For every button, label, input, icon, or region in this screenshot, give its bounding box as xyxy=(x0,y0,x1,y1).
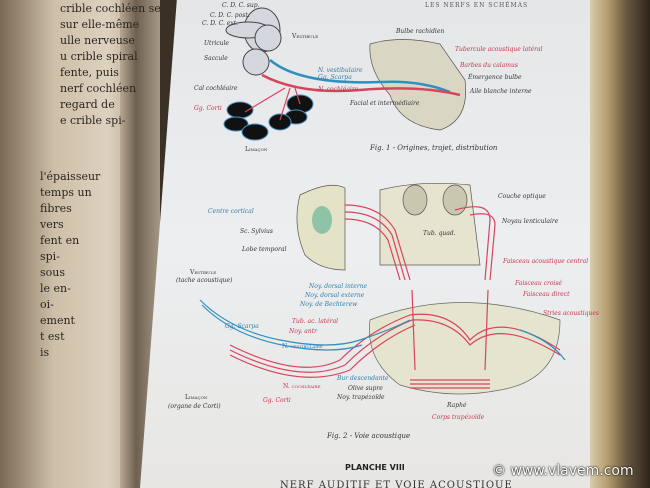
label: (organe de Corti) xyxy=(168,403,221,410)
left-page-line: crible cochléen se xyxy=(60,2,161,15)
label: C. D. C. sup. xyxy=(222,2,260,9)
label: Noy. trapézoïde xyxy=(337,394,385,401)
label: Gg. Corti xyxy=(263,397,291,404)
left-page-line: sur elle-même xyxy=(60,18,140,31)
label: Tub. quad. xyxy=(423,230,456,237)
label: Stries acoustiques xyxy=(543,310,600,317)
left-page-line: u crible spiral xyxy=(60,50,138,63)
cerebrum-illustration xyxy=(296,183,481,271)
label: Lobe temporal xyxy=(242,246,287,253)
label: Émergence bulbe xyxy=(468,74,522,81)
figure-1-caption: Fig. 1 - Origines, trajet, distribution xyxy=(370,144,498,152)
running-header: LES NERFS EN SCHÉMAS xyxy=(425,2,529,9)
plate-title: PLANCHE VIII xyxy=(345,463,405,472)
label: Corps trapézoïde xyxy=(432,414,485,421)
left-page-line: fent en xyxy=(40,234,80,247)
label: Noy. antr xyxy=(289,328,317,335)
label: Saccule xyxy=(204,55,228,62)
watermark: © www.vlavem.com xyxy=(492,463,634,479)
cochlea-illustration xyxy=(223,94,314,141)
left-page-line: e crible spi- xyxy=(60,114,126,127)
labyrinth-illustration xyxy=(225,7,282,76)
label: Raphé xyxy=(447,402,467,409)
label: Sc. Sylvius xyxy=(240,228,273,235)
medulla-illustration xyxy=(369,302,561,395)
fig2-blue-pathways xyxy=(199,299,566,361)
label: Noy. de Bechterew xyxy=(300,301,358,308)
left-page-line: spi- xyxy=(40,250,60,263)
fig1-nerves xyxy=(244,59,461,121)
label: Noyau lenticulaire xyxy=(502,218,559,225)
left-page-line: oi- xyxy=(40,298,54,311)
left-page-line: fente, puis xyxy=(60,66,119,79)
label: Gg. Corti xyxy=(194,105,222,112)
label: Bulbe rachidien xyxy=(396,28,445,35)
left-page-line: temps un xyxy=(40,186,92,199)
label: Barbes du calamus xyxy=(460,62,518,69)
label: Vestibule xyxy=(190,269,217,276)
label: N. cochléaire xyxy=(283,383,321,390)
label: Bur descendante xyxy=(337,375,389,382)
label: Gg. Scarpa xyxy=(225,323,259,330)
fig2-red-pathways xyxy=(229,204,561,389)
label: Noy. dorsal interne xyxy=(309,283,368,290)
page-edges xyxy=(590,0,650,488)
figure-2-caption: Fig. 2 - Voie acoustique xyxy=(327,432,411,440)
label: N. vestibulaire xyxy=(318,67,363,74)
label: Tubercule acoustique latéral xyxy=(455,46,543,53)
label: Vestibule xyxy=(292,33,319,40)
label: N. cochléaire xyxy=(318,86,359,93)
left-page-line: t est xyxy=(40,330,65,343)
label: Faisceau direct xyxy=(523,291,570,298)
left-page-line: sous xyxy=(40,266,65,279)
label: Limaçon xyxy=(185,394,208,401)
label: Facial et intermédiaire xyxy=(350,100,420,107)
left-page-line: le en- xyxy=(40,282,71,295)
left-page-line: ulle nerveuse xyxy=(60,34,135,47)
label: Tub. ac. latéral xyxy=(292,318,339,325)
label: Olive supre xyxy=(348,385,383,392)
left-page-line: is xyxy=(40,346,50,359)
label: Aile blanche interne xyxy=(470,88,532,95)
label: Couche optique xyxy=(498,193,546,200)
left-page-line: vers xyxy=(40,218,64,231)
label: Cal cochléaire xyxy=(194,85,238,92)
left-page-line: fibres xyxy=(40,202,72,215)
left-page-line: l'épaisseur xyxy=(40,170,101,183)
plate-subtitle: NERF AUDITIF ET VOIE ACOUSTIQUE xyxy=(280,480,513,488)
label: Gg. Scarpa xyxy=(318,74,352,81)
label: C. D. C. ext. xyxy=(202,20,239,27)
left-page-line: ement xyxy=(40,314,75,327)
label: Limaçon xyxy=(245,146,268,153)
label: Faisceau acoustique central xyxy=(503,258,589,265)
label: C. D. C. post. xyxy=(210,12,250,19)
label: Faisceau croisé xyxy=(515,280,562,287)
label: Utricule xyxy=(204,40,229,47)
label: Centre cortical xyxy=(208,208,254,215)
label: (tache acoustique) xyxy=(176,277,233,284)
label: N. vestibulaire xyxy=(282,343,323,350)
left-page xyxy=(0,0,135,488)
label: Noy. dorsal externe xyxy=(305,292,365,299)
left-page-line: regard de xyxy=(60,98,115,111)
left-page-line: nerf cochléen xyxy=(60,82,137,95)
